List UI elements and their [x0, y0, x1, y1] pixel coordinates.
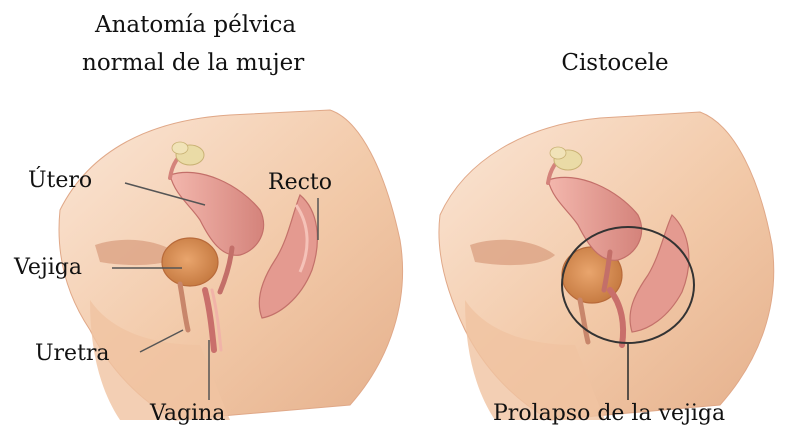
- label-recto: Recto: [268, 172, 332, 194]
- label-prolapso-vejiga: Prolapso de la vejiga: [493, 403, 725, 425]
- left-panel-title-line2: normal de la mujer: [82, 52, 302, 75]
- label-utero: Útero: [28, 170, 92, 192]
- right-panel-title: Cistocele: [555, 52, 675, 75]
- label-uretra: Uretra: [35, 343, 110, 365]
- label-vejiga: Vejiga: [14, 257, 82, 279]
- label-vagina: Vagina: [150, 403, 225, 425]
- left-panel-body: [59, 110, 403, 420]
- right-panel-body: [439, 112, 774, 420]
- left-panel-title-line1: Anatomía pélvica: [95, 14, 290, 37]
